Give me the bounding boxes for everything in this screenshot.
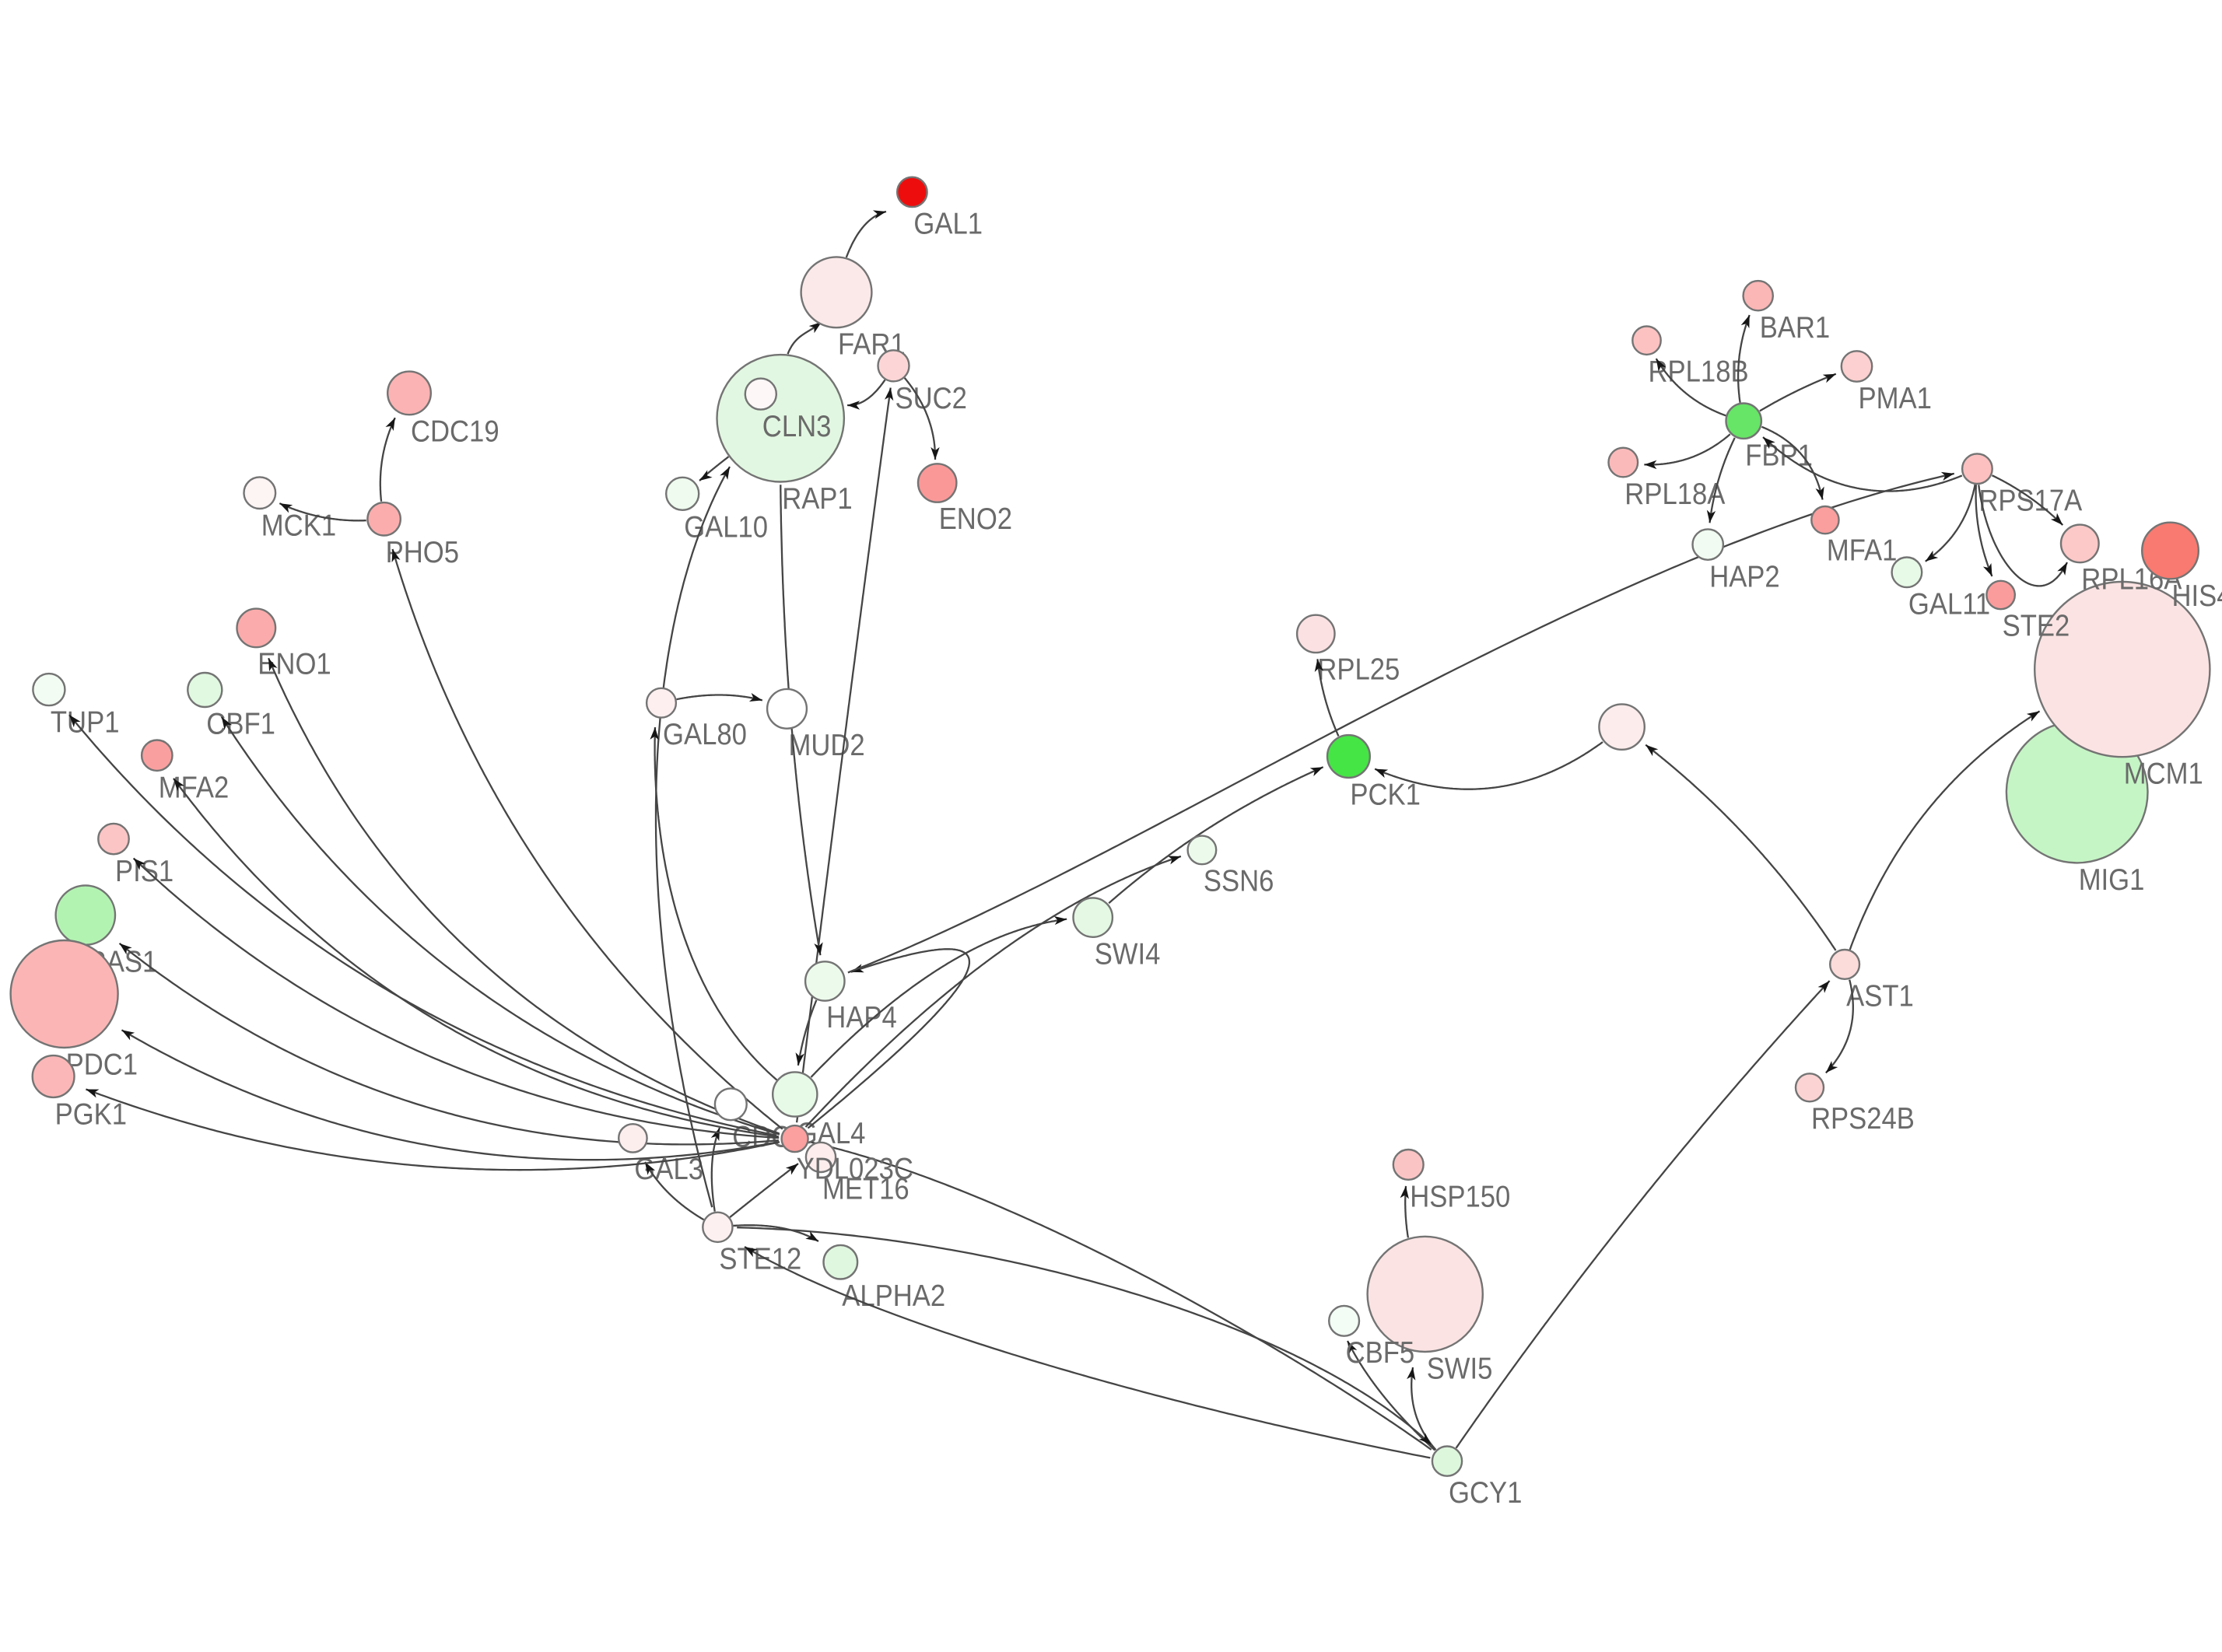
svg-text:MFA2: MFA2 xyxy=(159,771,229,804)
svg-text:HAP2: HAP2 xyxy=(1709,560,1780,593)
svg-text:ALPHA2: ALPHA2 xyxy=(842,1279,945,1313)
svg-text:BAR1: BAR1 xyxy=(1760,311,1831,345)
svg-text:PMA1: PMA1 xyxy=(1859,382,1932,415)
svg-text:PIS1: PIS1 xyxy=(115,855,173,888)
svg-text:CBF5: CBF5 xyxy=(1346,1336,1415,1370)
svg-text:CLN3: CLN3 xyxy=(762,410,832,443)
svg-text:MCK1: MCK1 xyxy=(261,509,336,543)
svg-text:MCM1: MCM1 xyxy=(2124,758,2203,791)
svg-text:PDC1: PDC1 xyxy=(66,1048,138,1082)
svg-text:STE2: STE2 xyxy=(2003,610,2070,643)
svg-text:CDC19: CDC19 xyxy=(411,415,499,449)
svg-text:SSN6: SSN6 xyxy=(1204,865,1274,898)
svg-text:RPS17A: RPS17A xyxy=(1978,485,2082,518)
svg-text:RPS24B: RPS24B xyxy=(1811,1102,1915,1136)
svg-text:RPL18B: RPL18B xyxy=(1649,355,1749,388)
svg-text:AST1: AST1 xyxy=(1846,979,1914,1013)
svg-text:ENO2: ENO2 xyxy=(939,502,1012,536)
svg-text:SWI4: SWI4 xyxy=(1095,937,1161,971)
svg-text:ENO1: ENO1 xyxy=(258,648,331,681)
svg-text:CBF1: CBF1 xyxy=(206,708,275,741)
svg-text:RPL18A: RPL18A xyxy=(1624,478,1725,511)
svg-text:PGK1: PGK1 xyxy=(55,1097,127,1131)
svg-text:GCY1: GCY1 xyxy=(1449,1476,1522,1510)
svg-text:MIG1: MIG1 xyxy=(2079,863,2145,897)
svg-text:SUC2: SUC2 xyxy=(895,382,967,415)
svg-text:YDL023C: YDL023C xyxy=(797,1153,913,1186)
svg-text:MUD2: MUD2 xyxy=(789,729,865,762)
svg-text:MFA1: MFA1 xyxy=(1827,534,1898,568)
svg-text:GAL1: GAL1 xyxy=(913,208,983,241)
svg-text:MET16: MET16 xyxy=(822,1173,909,1206)
svg-text:HIS4: HIS4 xyxy=(2172,579,2222,613)
svg-text:GAL11: GAL11 xyxy=(1908,588,1990,621)
svg-text:HSP150: HSP150 xyxy=(1410,1180,1510,1213)
svg-text:RAP1: RAP1 xyxy=(782,482,852,516)
svg-text:GAL80: GAL80 xyxy=(663,718,747,751)
svg-text:PCK1: PCK1 xyxy=(1350,778,1421,811)
svg-text:SWI5: SWI5 xyxy=(1427,1353,1493,1386)
svg-text:RPL25: RPL25 xyxy=(1317,653,1400,687)
